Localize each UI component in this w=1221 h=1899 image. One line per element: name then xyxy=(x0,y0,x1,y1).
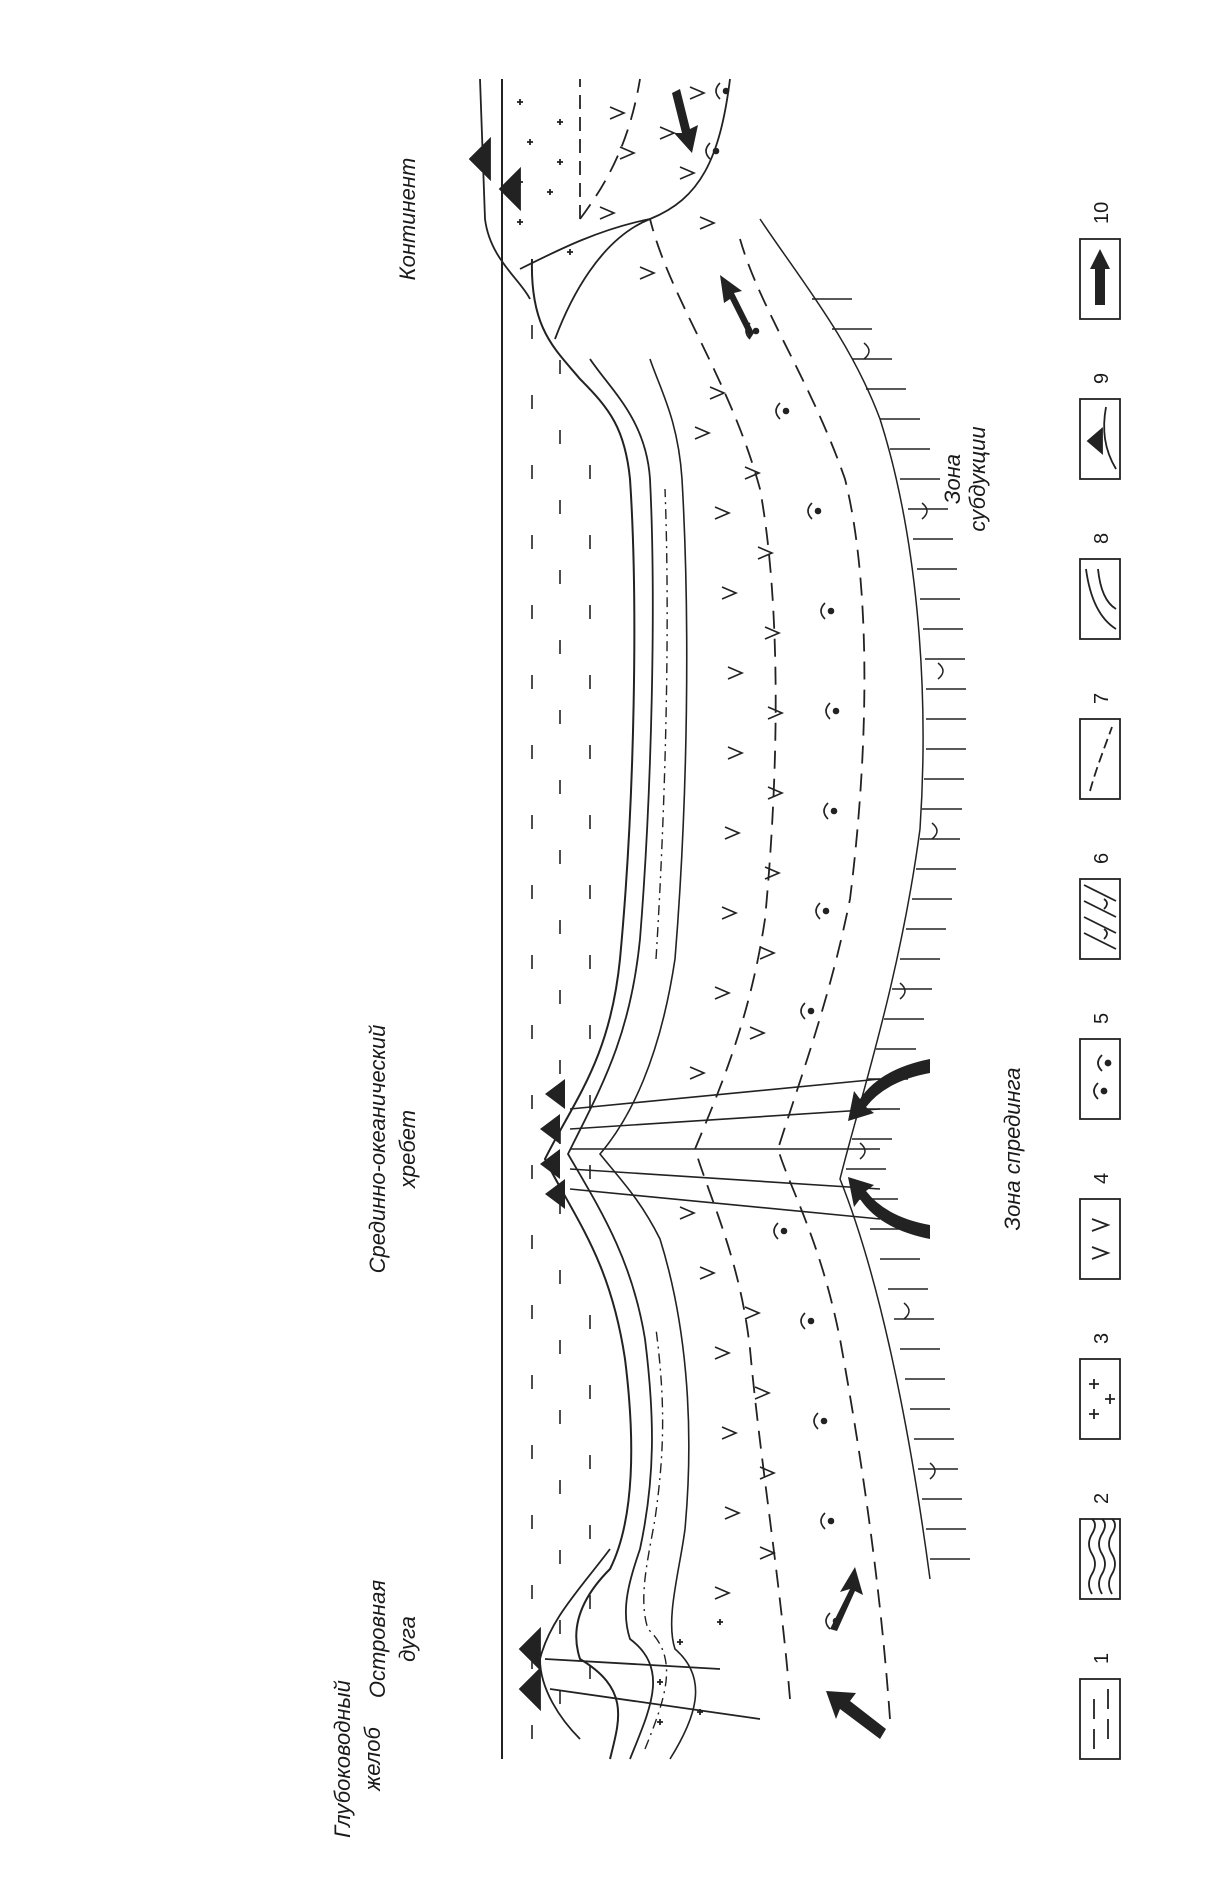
subduction-label-line1: Зона xyxy=(940,454,965,504)
legend-number-1: 1 xyxy=(1091,1653,1113,1664)
legend-number-5: 5 xyxy=(1091,1013,1113,1024)
legend-number-8: 8 xyxy=(1091,533,1113,544)
legend-number-7: 7 xyxy=(1091,693,1113,704)
island-arc-label-line1: Островная xyxy=(365,1580,390,1698)
ocean-water-layer xyxy=(501,79,591,1759)
sediment-layers xyxy=(530,258,697,1760)
legend-number-4: 4 xyxy=(1091,1173,1113,1184)
island-arc xyxy=(518,1548,761,1740)
spreading-zone-label: Зона спрединга xyxy=(1000,1068,1025,1231)
hatch-hooks-icon xyxy=(1079,878,1121,960)
crust-boundaries xyxy=(579,78,891,1720)
legend-number-9: 9 xyxy=(1091,373,1113,384)
dashed-boundary-icon xyxy=(1079,718,1121,800)
legend-number-10: 10 xyxy=(1091,202,1113,224)
trench-label-line1: Глубоководный xyxy=(330,1680,355,1838)
v-signs-icon xyxy=(1079,1198,1121,1280)
basalt-layer xyxy=(599,86,785,1600)
motion-arrows xyxy=(672,89,930,1739)
fault-lines-icon xyxy=(1079,558,1121,640)
ridge-label-line2: хребет xyxy=(395,1110,420,1189)
wavy-sediment-icon xyxy=(1079,1518,1121,1600)
ridge-dykes xyxy=(569,1078,881,1220)
plus-signs-icon xyxy=(1079,1358,1121,1440)
continent-block xyxy=(468,78,731,340)
legend: 1 2 3 4 5 6 7 8 9 10 xyxy=(1079,202,1121,1760)
ridge-label-line1: Срединно-океанический xyxy=(365,1025,390,1274)
legend-number-6: 6 xyxy=(1091,853,1113,864)
arrow-icon xyxy=(1079,238,1121,320)
subduction-label-line2: субдукции xyxy=(965,426,990,531)
legend-number-2: 2 xyxy=(1091,1493,1113,1504)
gabbro-layer xyxy=(705,82,840,1630)
legend-number-3: 3 xyxy=(1091,1333,1113,1344)
island-arc-label-line2: дуга xyxy=(395,1616,420,1662)
trench-label-line2: желоб xyxy=(360,1726,385,1792)
dash-lines-icon xyxy=(1079,1678,1121,1760)
volcano-icon xyxy=(1079,398,1121,480)
continent-label: Континент xyxy=(395,158,420,281)
ridge-volcanoes xyxy=(540,1079,565,1209)
dotted-arc-icon xyxy=(1079,1038,1121,1120)
mantle-hatch xyxy=(759,218,970,1580)
